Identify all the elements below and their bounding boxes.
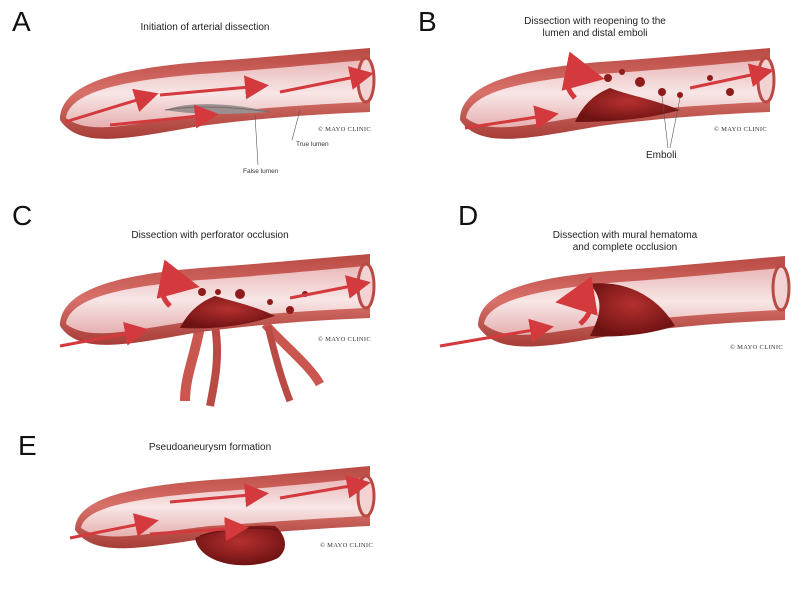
panel-title-line2: lumen and distal emboli — [542, 28, 648, 39]
panel-e: E Pseudoaneurysm formation © MAYO CLINIC — [0, 426, 400, 616]
emboli-label: Emboli — [646, 150, 677, 161]
panel-letter: D — [458, 200, 479, 231]
vessel-illustration — [60, 48, 376, 166]
copyright: © MAYO CLINIC — [730, 344, 784, 351]
false-lumen-label: False lumen — [243, 168, 279, 175]
vessel-illustration — [59, 254, 376, 407]
copyright: © MAYO CLINIC — [318, 126, 372, 133]
copyright: © MAYO CLINIC — [714, 126, 768, 133]
panel-letter: E — [18, 430, 37, 461]
panel-a: A Initiation of arterial dissection True… — [0, 0, 400, 190]
copyright: © MAYO CLINIC — [318, 336, 372, 343]
vessel-illustration — [439, 256, 791, 348]
panel-title: Initiation of arterial dissection — [140, 22, 270, 33]
panel-title-line1: Dissection with mural hematoma — [552, 230, 698, 241]
copyright: © MAYO CLINIC — [320, 542, 374, 549]
panel-title-line1: Dissection with reopening to the — [524, 16, 666, 27]
panel-b: B Dissection with reopening to the lumen… — [400, 0, 800, 190]
panel-letter: A — [12, 6, 31, 37]
panel-letter: C — [12, 200, 33, 231]
vessel-illustration — [69, 466, 376, 566]
panel-d: D Dissection with mural hematoma and com… — [400, 196, 800, 386]
panel-letter: B — [418, 6, 437, 37]
panel-title: Pseudoaneurysm formation — [148, 442, 272, 453]
panel-c: C Dissection with perforator occlusion ©… — [0, 196, 400, 407]
true-lumen-label: True lumen — [296, 141, 329, 148]
vessel-illustration — [460, 48, 776, 149]
panel-title-line2: and complete occlusion — [572, 242, 678, 253]
panel-title: Dissection with perforator occlusion — [131, 230, 289, 241]
